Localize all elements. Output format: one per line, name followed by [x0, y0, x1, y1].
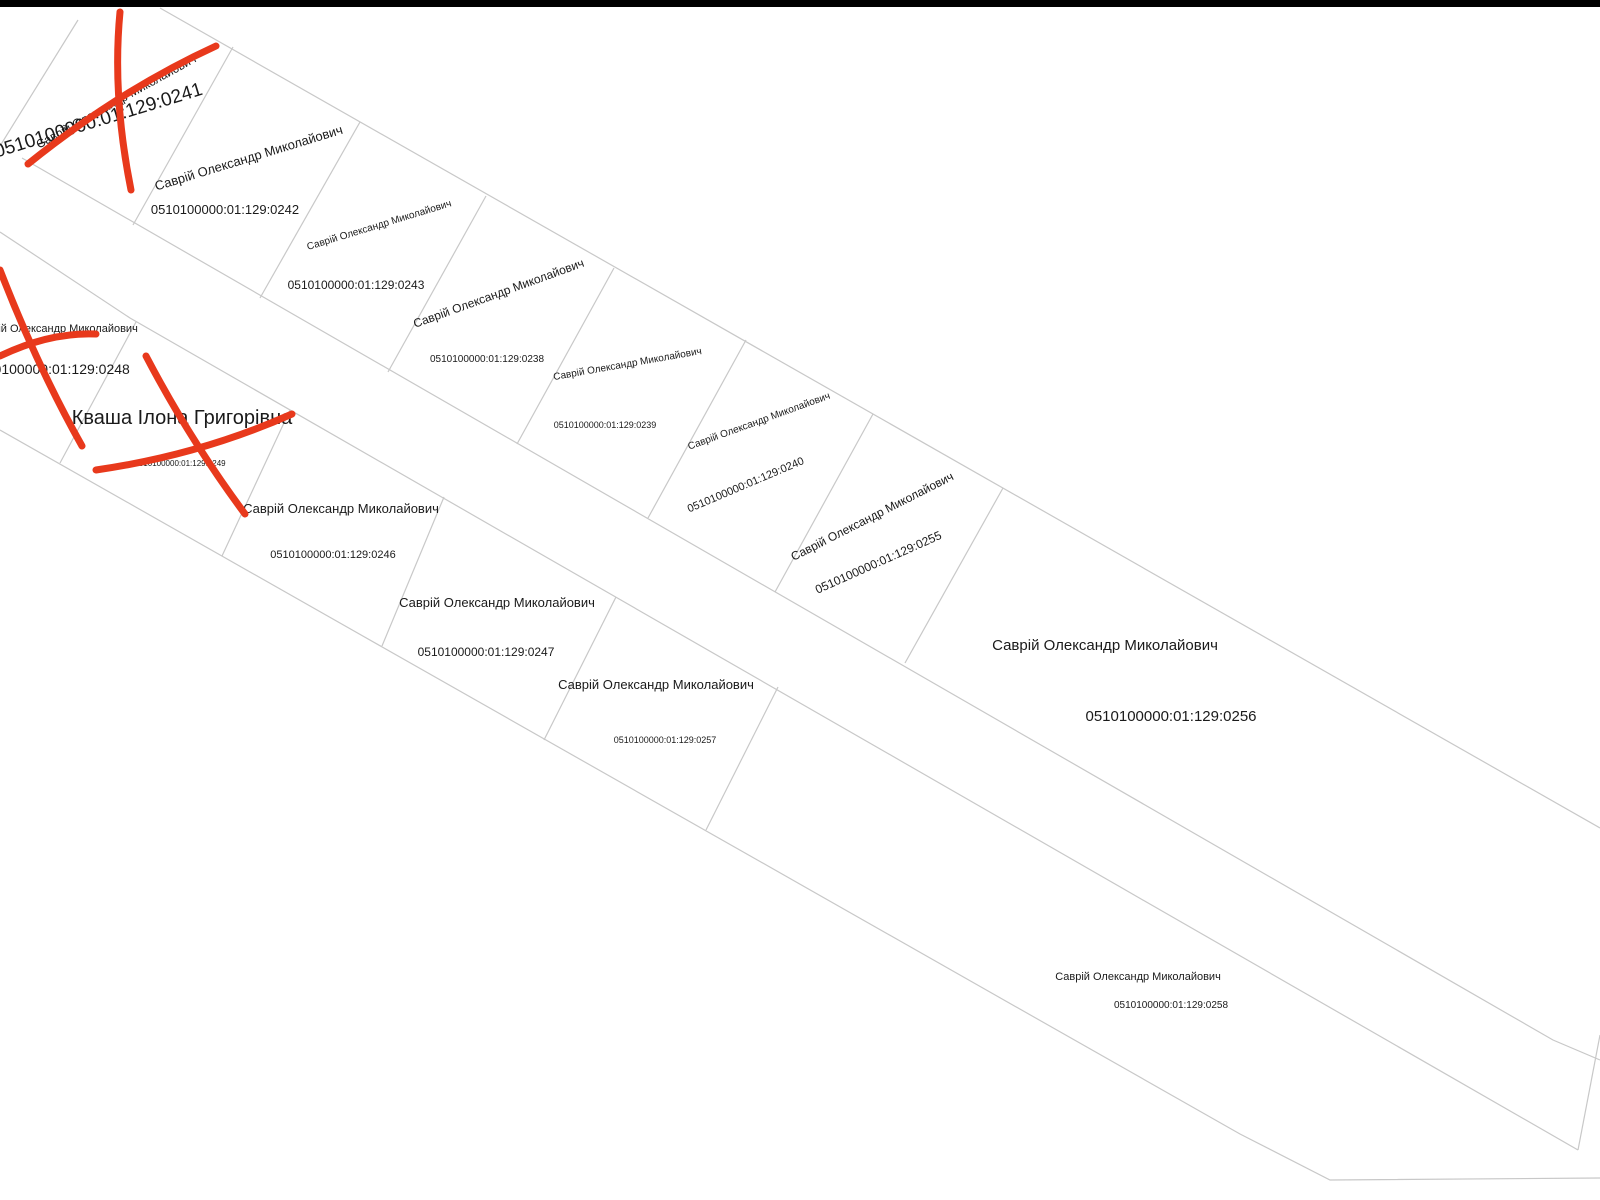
parcel-owner-name: Саврій Олександр Миколайович — [1055, 971, 1221, 983]
strike-mark — [142, 352, 249, 518]
parcel-label-group[interactable]: Саврій Олександр Миколайович 0510100000:0… — [558, 677, 754, 745]
divider-upper — [388, 196, 486, 372]
parcel-cadastral-number: 0510100000:01:129:0249 — [134, 459, 226, 468]
divider-lower — [706, 687, 778, 830]
parcel-label-group[interactable]: Саврій Олександр Миколайович 0510100000:0… — [288, 198, 453, 292]
top-bar — [0, 0, 1600, 7]
strike-mark — [0, 266, 86, 450]
parcel-label-group[interactable]: Саврій Олександр Миколайович 0510100000:0… — [992, 637, 1256, 725]
parcel-cadastral-number: 0510100000:01:129:0256 — [1085, 708, 1256, 725]
divider-upper — [517, 268, 614, 444]
parcel-owner-name: Саврій Олександр Миколайович — [243, 501, 439, 516]
parcel-owner-name: Саврій Олександр Миколайович — [552, 346, 702, 383]
parcel-cadastral-number: 0510100000:01:129:0258 — [1114, 1000, 1228, 1011]
divider-lower — [60, 322, 136, 463]
strip-lower-bottom-edge — [0, 430, 1600, 1180]
strip-lower-top-edge — [0, 232, 1578, 1150]
parcel-cadastral-number: 0510100000:01:129:0240 — [686, 455, 806, 515]
parcel-owner-name: Саврій Олександр Миколайович — [0, 323, 138, 335]
divider-upper — [648, 340, 746, 518]
divider-upper — [260, 122, 360, 298]
parcel-owner-name: Саврій Олександр Миколайович — [153, 122, 345, 194]
strip-upper-top-edge — [160, 8, 1600, 828]
strike-marks — [0, 8, 296, 518]
parcel-label-group[interactable]: Саврій Олександр Миколайович 0510100000:0… — [399, 595, 595, 659]
parcel-owner-name: Саврій Олександр Миколайович — [558, 677, 754, 692]
divider-lower — [222, 410, 290, 556]
parcel-owner-name: Саврій Олександр Миколайович — [399, 595, 595, 610]
strike-mark — [24, 42, 220, 168]
parcel-cadastral-number: 0510100000:01:129:0243 — [288, 278, 425, 292]
parcel-label-group[interactable]: Саврій Олександр Миколайович 0510100000:0… — [1055, 971, 1228, 1011]
strip-upper-bottom-edge — [22, 158, 1600, 1060]
parcel-label-group[interactable]: Саврій Олександр Миколайович 0510100000:0… — [411, 256, 586, 365]
strike-mark — [0, 330, 100, 360]
divider-lower — [544, 597, 616, 740]
parcel-owner-name: Саврій Олександр Миколайович — [992, 637, 1218, 654]
parcel-cadastral-number: 0510100000:01:129:0247 — [418, 645, 555, 659]
parcel-cadastral-number: 0510100000:01:129:0248 — [0, 361, 130, 377]
parcel-label-group[interactable]: Саврій Олександр Миколайович 0510100000:0… — [243, 501, 439, 561]
divider-upper — [775, 414, 873, 592]
parcel-owner-name: Саврій Олександр Миколайович — [411, 256, 586, 331]
parcel-label-group[interactable]: Саврій Олександр Миколайович 0510100000:0… — [552, 346, 702, 430]
parcel-cadastral-number: 0510100000:01:129:0241 — [0, 79, 205, 162]
parcel-labels: Саврій Олександр Миколайович0510100000:0… — [0, 52, 1257, 1011]
divider-upper — [0, 20, 78, 146]
strip-upper-end-edge — [1578, 1035, 1600, 1150]
parcel-cadastral-number: 0510100000:01:129:0239 — [554, 420, 657, 430]
parcel-boundaries — [0, 8, 1600, 1180]
divider-upper — [905, 488, 1003, 663]
parcel-owner-name: Саврій Олександр Миколайович — [789, 469, 956, 564]
parcel-label-group[interactable]: Саврій Олександр Миколайович 0510100000:0… — [151, 122, 345, 217]
parcel-label-group[interactable]: Саврій Олександр Миколайович0510100000:0… — [789, 469, 956, 596]
parcel-cadastral-number: 0510100000:01:129:0238 — [430, 354, 544, 365]
parcel-label-group[interactable]: Саврій Олександр Миколайович 0510100000:0… — [0, 323, 138, 377]
divider-lower — [382, 497, 444, 646]
parcel-owner-name: Саврій Олександр Миколайович — [687, 391, 832, 453]
divider-upper — [133, 47, 233, 225]
parcel-cadastral-number: 0510100000:01:129:0246 — [270, 549, 395, 561]
strike-mark — [92, 410, 296, 474]
parcel-cadastral-number: 0510100000:01:129:0242 — [151, 202, 299, 217]
parcel-cadastral-number: 0510100000:01:129:0257 — [614, 735, 717, 745]
parcel-owner-name: Саврій Олександр Миколайович — [306, 198, 453, 253]
